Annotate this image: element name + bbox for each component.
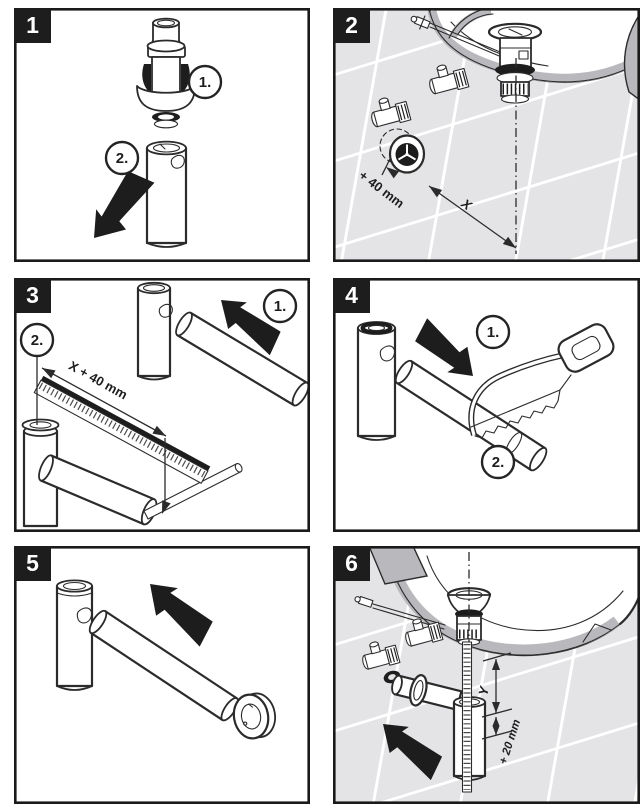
step-panel-6: Y + 20 mm 6 xyxy=(333,546,640,804)
step-number-badge: 2 xyxy=(333,8,370,43)
guide-arrowhead xyxy=(162,500,171,514)
callout-1-label: 1. xyxy=(199,74,212,91)
washbasin-cutaway xyxy=(368,546,640,657)
escutcheon-ring xyxy=(232,692,277,740)
ruler xyxy=(461,641,473,793)
step-number-badge: 5 xyxy=(14,546,51,581)
callout-1-label: 1. xyxy=(274,298,287,315)
slide-arrow-icon xyxy=(383,724,443,781)
callout-2-marker: 2. xyxy=(104,140,140,176)
step-1-illustration: 1. 2. xyxy=(14,8,310,262)
callout-2-label: 2. xyxy=(492,454,505,471)
drain-tube xyxy=(145,140,188,248)
drain-tailpiece xyxy=(446,552,492,648)
angle-valve-icon xyxy=(429,64,470,95)
saw-handle xyxy=(557,323,615,373)
angle-valve-icon xyxy=(371,97,412,128)
panel-border xyxy=(333,546,640,804)
drain-tube xyxy=(136,281,173,381)
step-panel-1: 1. 2. 1 xyxy=(14,8,310,262)
step-panel-3: 1. xyxy=(14,278,310,532)
callout-2-label: 2. xyxy=(116,150,129,167)
callout-1-label: 1. xyxy=(487,324,500,341)
horizontal-pipe xyxy=(175,311,310,407)
panel-border xyxy=(14,8,310,262)
step-panel-4: 1. 2. 4 xyxy=(333,278,640,532)
drain-valve-assembly xyxy=(136,17,196,129)
step-5-illustration xyxy=(14,546,310,804)
step-6-illustration: Y + 20 mm xyxy=(333,546,640,804)
drain-tube xyxy=(356,321,397,441)
callout-1-marker: 1. xyxy=(475,314,511,350)
step-number-badge: 4 xyxy=(333,278,370,313)
insert-arrow-icon xyxy=(221,300,281,356)
drain-tube xyxy=(55,579,94,691)
wall-drain-outlet xyxy=(379,128,426,174)
callout-2-marker: 2. xyxy=(480,444,516,480)
panel-border xyxy=(14,546,310,804)
step-number-badge: 3 xyxy=(14,278,51,313)
push-arrow-icon xyxy=(415,318,473,376)
step-panel-5: 5 xyxy=(14,546,310,804)
down-arrow-icon xyxy=(94,171,155,238)
drain-tailpiece xyxy=(487,22,543,104)
pop-up-rod xyxy=(410,15,506,59)
slide-arrow-icon xyxy=(150,584,213,647)
hacksaw xyxy=(468,323,615,439)
callout-1-marker: 1. xyxy=(262,288,298,324)
horizontal-pipe xyxy=(88,609,239,722)
panel-border xyxy=(333,8,640,262)
angle-valve-icon xyxy=(405,618,444,647)
callout-1-marker: 1. xyxy=(187,64,223,100)
step-number-badge: 1 xyxy=(14,8,51,43)
panel-border xyxy=(14,278,310,532)
step-4-illustration: 1. 2. xyxy=(333,278,640,532)
washbasin-underside xyxy=(427,8,640,101)
step-number-badge: 6 xyxy=(333,546,370,581)
step-3-illustration: 1. xyxy=(14,278,310,532)
panel-border xyxy=(333,278,640,532)
step-2-illustration: + 40 mm X xyxy=(333,8,640,262)
callout-2-marker: 2. xyxy=(19,322,55,358)
step-panel-2: + 40 mm X 2 xyxy=(333,8,640,262)
angle-valve-icon xyxy=(362,641,401,670)
callout-2-label: 2. xyxy=(31,332,44,349)
